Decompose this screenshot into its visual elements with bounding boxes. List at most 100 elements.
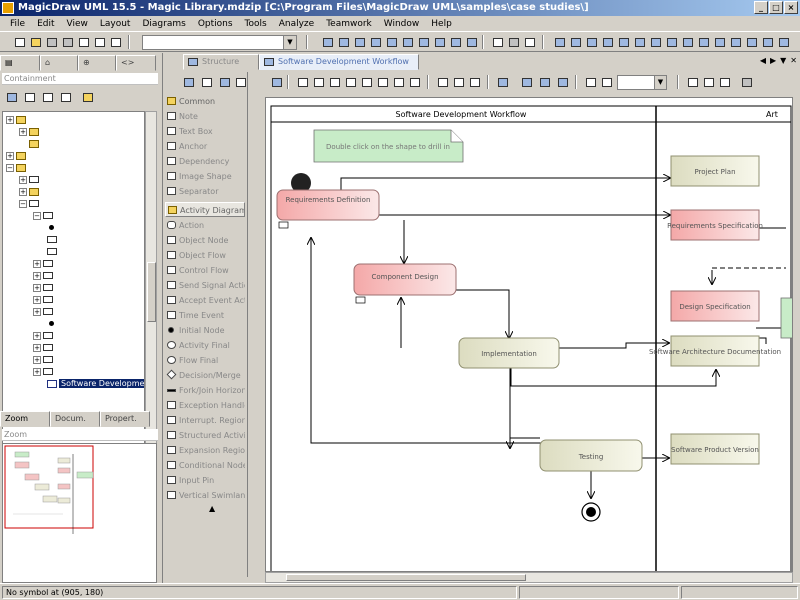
menu-diagrams[interactable]: Diagrams	[142, 18, 186, 29]
tree-node[interactable]: −	[6, 162, 28, 174]
menu-edit[interactable]: Edit	[37, 18, 55, 29]
tree-node[interactable]: +	[6, 114, 28, 126]
close-button[interactable]: ×	[784, 1, 798, 14]
align-middle-icon[interactable]	[359, 75, 374, 89]
diagram-tool-icon[interactable]	[776, 35, 791, 49]
tree-node[interactable]: +	[19, 126, 41, 138]
tree-node-flow[interactable]	[47, 246, 59, 258]
menu-window[interactable]: Window	[383, 18, 420, 29]
menu-help[interactable]: Help	[431, 18, 452, 29]
palette-structured-activity[interactable]: Structured Activity	[165, 428, 245, 443]
diagram-tool-icon[interactable]	[648, 35, 663, 49]
class-diagram-icon[interactable]	[320, 35, 335, 49]
minimize-button[interactable]: _	[754, 1, 768, 14]
palette-scroll-up-icon[interactable]: ▲	[209, 504, 216, 513]
diagrams-tab-icon[interactable]: ⊕	[78, 55, 116, 71]
palette-dependency[interactable]: Dependency	[165, 154, 245, 169]
menu-view[interactable]: View	[66, 18, 88, 29]
zoom-out-icon[interactable]	[599, 75, 614, 89]
pan-tool-icon[interactable]	[199, 75, 214, 89]
tree-node[interactable]: +	[33, 258, 55, 270]
zoom-overview[interactable]	[2, 443, 157, 583]
chevron-down-icon[interactable]: ▼	[283, 36, 296, 49]
palette-text-box[interactable]: Text Box	[165, 124, 245, 139]
maximize-button[interactable]: □	[769, 1, 783, 14]
distribute-icon[interactable]	[391, 75, 406, 89]
palette-activity-diagram[interactable]: Activity Diagram	[165, 202, 245, 217]
collapse-all-icon[interactable]	[4, 90, 19, 104]
display-related-icon[interactable]	[495, 75, 510, 89]
tree-node-final[interactable]	[47, 318, 56, 330]
tree-node[interactable]: +	[6, 150, 28, 162]
sequence-diagram-icon[interactable]	[368, 35, 383, 49]
palette-image-shape[interactable]: Image Shape	[165, 169, 245, 184]
scroll-thumb[interactable]	[147, 262, 156, 322]
tab-zoom[interactable]: Zoom	[0, 411, 50, 427]
use-case-diagram-icon[interactable]	[336, 35, 351, 49]
palette-action[interactable]: Action	[165, 218, 245, 233]
align-top-icon[interactable]	[343, 75, 358, 89]
diagram-tool-icon[interactable]	[632, 35, 647, 49]
save-icon[interactable]	[44, 35, 59, 49]
diagram-tool-icon[interactable]	[712, 35, 727, 49]
activity-diagram-icon[interactable]	[400, 35, 415, 49]
paste-diagram-icon[interactable]	[717, 75, 732, 89]
palette-control-flow[interactable]: Control Flow	[165, 263, 245, 278]
tree-node[interactable]: +	[33, 270, 55, 282]
edit-icon[interactable]	[685, 75, 700, 89]
menu-tools[interactable]: Tools	[244, 18, 267, 29]
print-icon[interactable]	[60, 35, 75, 49]
navigate-icon[interactable]	[555, 75, 570, 89]
align-bottom-icon[interactable]	[375, 75, 390, 89]
tree-node-selected[interactable]: Software Development	[47, 378, 144, 390]
composite-structure-icon[interactable]	[448, 35, 463, 49]
menu-layout[interactable]: Layout	[99, 18, 131, 29]
component-diagram-icon[interactable]	[416, 35, 431, 49]
tree-node[interactable]: +	[33, 342, 55, 354]
palette-conditional-node[interactable]: Conditional Node	[165, 458, 245, 473]
lock-icon[interactable]	[233, 75, 248, 89]
new-project-icon[interactable]	[12, 35, 27, 49]
tree-node[interactable]: +	[33, 282, 55, 294]
palette-common[interactable]: Common	[165, 94, 245, 109]
inheritance-tab-icon[interactable]: ⌂	[40, 55, 78, 71]
diagram-tool-icon[interactable]	[600, 35, 615, 49]
tree-node[interactable]: +	[19, 186, 41, 198]
palette-separator[interactable]: Separator	[165, 184, 245, 199]
line-bezier-icon[interactable]	[467, 75, 482, 89]
back-icon[interactable]	[490, 35, 505, 49]
palette-object-node[interactable]: Object Node	[165, 233, 245, 248]
cut-icon[interactable]	[76, 35, 91, 49]
copy-icon[interactable]	[92, 35, 107, 49]
palette-vertical-swimlanes[interactable]: Vertical Swimlanes	[165, 488, 245, 503]
deployment-diagram-icon[interactable]	[432, 35, 447, 49]
palette-note[interactable]: Note	[165, 109, 245, 124]
diagram-tool-icon[interactable]	[680, 35, 695, 49]
menu-teamwork[interactable]: Teamwork	[326, 18, 372, 29]
palette-flow-final[interactable]: Flow Final	[165, 353, 245, 368]
palette-activity-final[interactable]: Activity Final	[165, 338, 245, 353]
diagram-tool-icon[interactable]	[616, 35, 631, 49]
menu-analyze[interactable]: Analyze	[278, 18, 315, 29]
copy-diagram-icon[interactable]	[701, 75, 716, 89]
model-extensions-tab-icon[interactable]: <>	[116, 55, 156, 71]
chevron-down-icon[interactable]: ▼	[654, 76, 666, 89]
palette-decision[interactable]: Decision/Merge	[165, 368, 245, 383]
tab-properties[interactable]: Propert.	[100, 411, 150, 427]
open-project-icon[interactable]	[28, 35, 43, 49]
tab-list-icon[interactable]: ▼	[780, 56, 787, 65]
tree-scrollbar[interactable]	[145, 111, 157, 449]
palette-input-pin[interactable]: Input Pin	[165, 473, 245, 488]
palette-object-flow[interactable]: Object Flow	[165, 248, 245, 263]
containment-tree[interactable]: + + + − + + − − + + + + + + + + + Softwa…	[2, 111, 145, 449]
palette-time-event[interactable]: Time Event	[165, 308, 245, 323]
scroll-thumb[interactable]	[286, 574, 526, 581]
element-search-combo[interactable]: ▼	[142, 35, 297, 50]
menu-options[interactable]: Options	[197, 18, 233, 29]
menu-file[interactable]: File	[10, 18, 26, 29]
diagram-tool-icon[interactable]	[744, 35, 759, 49]
palette-fork-join[interactable]: Fork/Join Horizontal	[165, 383, 245, 398]
line-straight-icon[interactable]	[435, 75, 450, 89]
sort-icon[interactable]	[58, 90, 73, 104]
tree-node[interactable]: +	[33, 306, 55, 318]
